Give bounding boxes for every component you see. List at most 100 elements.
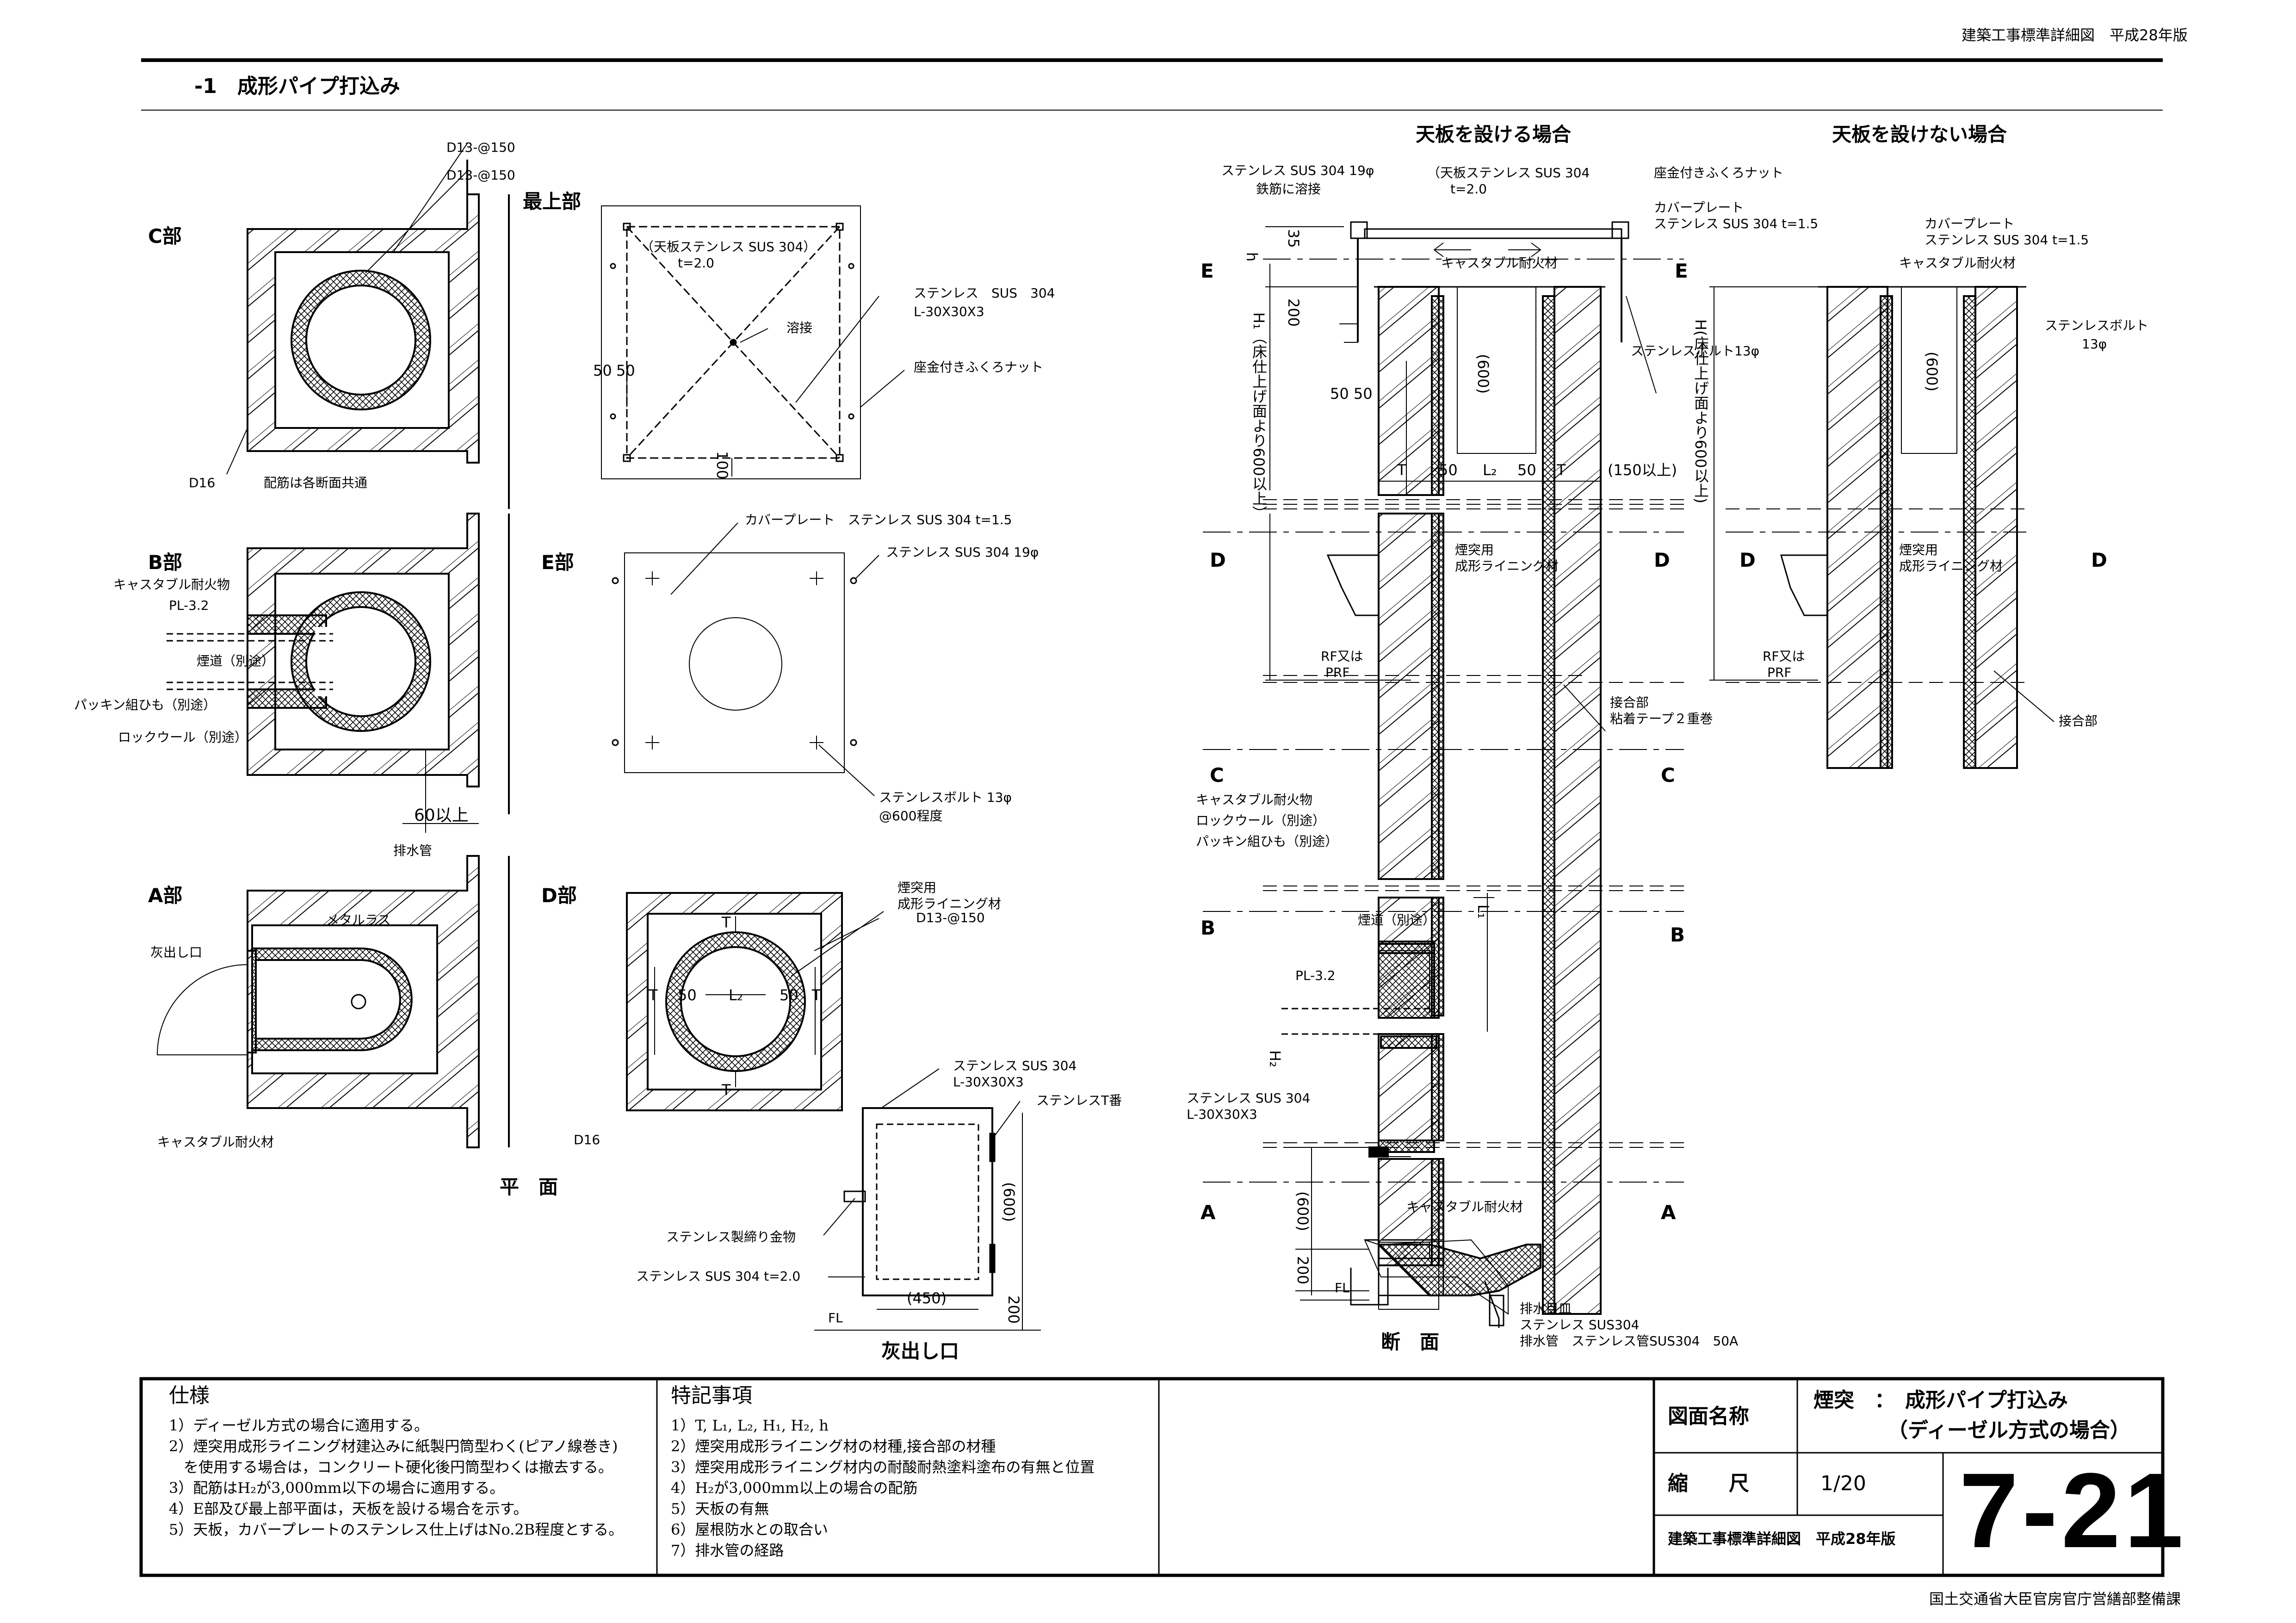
- dim-sec-50a: 50: [1439, 461, 1458, 479]
- cut-d-left: D: [1210, 549, 1226, 571]
- note-metal-lath: メタルラス: [326, 912, 391, 928]
- scale-label: 縮 尺: [1668, 1472, 1749, 1495]
- note-sec2-bolt: ステンレスボルト: [2045, 318, 2149, 333]
- note-sec2-lining2: 成形ライニング材: [1899, 558, 2003, 574]
- note-packing-b: パッキン組ひも（別途）: [74, 697, 217, 712]
- dim-60: 60以上: [414, 806, 469, 825]
- note-e-cover: カバープレート ステンレス SUS 304 t=1.5: [745, 512, 1012, 527]
- dim-sec-200b: 200: [1294, 1256, 1312, 1285]
- special-item-4: 4）H₂が3,000mm以上の場合の配筋: [671, 1479, 918, 1497]
- cut-d-right2: D: [2091, 549, 2107, 571]
- dim-sec-200: 200: [1285, 298, 1302, 327]
- note-co-tee: ステンレスT番: [1036, 1093, 1122, 1108]
- drawing-name-2: （ディーゼル方式の場合）: [1888, 1419, 2130, 1442]
- note-sec-cover: カバープレート: [1654, 200, 1744, 215]
- section-view-title: 断 面: [1381, 1331, 1440, 1353]
- cut-e-right: E: [1675, 260, 1688, 282]
- note-ash-opening: 灰出し口: [150, 945, 203, 960]
- note-sec-castable2: キャスタブル耐火物: [1196, 792, 1313, 807]
- note-drain: 排水管: [393, 843, 433, 858]
- label-part-c: C部: [148, 225, 182, 248]
- note-sec-top: （天板ステンレス SUS 304: [1427, 165, 1590, 180]
- dim-sec2-600: (600): [1923, 352, 1941, 392]
- note-pl32-b: PL-3.2: [169, 598, 209, 613]
- note-sec-joint: 接合部: [1610, 695, 1649, 710]
- dim-d-t3: T: [722, 914, 731, 931]
- dim-top-50a: 50: [593, 362, 612, 379]
- note-sec-fl: FL: [1335, 1280, 1349, 1295]
- footer-org: 国土交通省大臣官房官庁営繕部整備課: [1929, 1590, 2181, 1608]
- spec-item-4: 3）配筋はH₂が3,000mm以下の場合に適用する。: [169, 1479, 505, 1497]
- note-top-weld: 溶接: [786, 320, 813, 335]
- cut-b-right: B: [1670, 923, 1685, 946]
- dim-d-50b: 50: [780, 986, 798, 1004]
- note-sec-packing: パッキン組ひも（別途）: [1196, 834, 1338, 849]
- note-d13-1: D13-@150: [446, 140, 515, 155]
- note-e-bolt2: @600程度: [879, 808, 943, 824]
- cut-b-left: B: [1201, 917, 1216, 939]
- note-sec2-castable: キャスタブル耐火材: [1899, 255, 2016, 271]
- special-title: 特記事項: [671, 1384, 752, 1407]
- cut-d-left2: D: [1739, 549, 1756, 571]
- spec-item-1: 1）ディーゼル方式の場合に適用する。: [169, 1417, 429, 1434]
- cut-a-right: A: [1661, 1201, 1676, 1224]
- note-castable-a: キャスタブル耐火材: [157, 1134, 274, 1150]
- special-item-6: 6）屋根防水との取合い: [671, 1521, 829, 1538]
- drawing-name-1: 煙突 ： 成形パイプ打込み: [1813, 1388, 2068, 1412]
- note-sec2-cover2: ステンレス SUS 304 t=1.5: [1925, 232, 2089, 248]
- cut-d-right: D: [1654, 549, 1670, 571]
- dim-sec-150: (150以上): [1608, 461, 1677, 479]
- note-sec-lining2: 成形ライニング材: [1455, 558, 1559, 574]
- scale-value: 1/20: [1820, 1472, 1866, 1495]
- header-standard: 建築工事標準詳細図 平成28年版: [1962, 26, 2188, 44]
- plan-view-title: 平 面: [500, 1176, 558, 1198]
- dim-sec-600b: (600): [1294, 1191, 1312, 1232]
- special-item-5: 5）天板の有無: [671, 1500, 769, 1518]
- dim-sec-5050: 50 50: [1330, 385, 1373, 403]
- dim-d-t4: T: [722, 1081, 731, 1099]
- cut-c-right: C: [1661, 764, 1675, 787]
- dim-d-l2: L₂: [729, 986, 743, 1004]
- plan-e: [612, 522, 879, 796]
- note-top-angle: ステンレス SUS 304: [914, 285, 1055, 301]
- section-heading: -1 成形パイプ打込み: [194, 74, 400, 98]
- cut-c-left: C: [1210, 764, 1224, 787]
- dim-co-200: 200: [1005, 1295, 1022, 1324]
- note-rockwool-b: ロックウール（別途）: [118, 730, 248, 745]
- special-item-1: 1）T, L₁, L₂, H₁, H₂, h: [671, 1417, 829, 1434]
- note-sec-t20: t=2.0: [1450, 181, 1487, 197]
- note-d16: D16: [189, 475, 216, 490]
- note-sec2-rf: RF又は: [1763, 649, 1805, 664]
- with-top-title: 天板を設ける場合: [1416, 123, 1572, 146]
- label-part-e: E部: [541, 551, 574, 574]
- note-sec-rockwool: ロックウール（別途）: [1196, 813, 1326, 828]
- cut-a-left: A: [1201, 1201, 1216, 1224]
- dim-sec-h: h: [1243, 252, 1261, 262]
- note-co-plate: ステンレス SUS 304 t=2.0: [636, 1269, 801, 1284]
- plan-c: [226, 143, 510, 509]
- note-d13-2: D13-@150: [446, 167, 515, 183]
- cleanout-door: [814, 1068, 1041, 1331]
- drawing-name-label: 図面名称: [1668, 1405, 1749, 1428]
- note-d-d16: D16: [574, 1132, 600, 1147]
- note-d-lining: 煙突用: [897, 880, 937, 895]
- dim-d-t1: T: [649, 986, 658, 1004]
- note-sec-angle2: L-30X30X3: [1187, 1107, 1257, 1122]
- spec-item-5: 4）E部及び最上部平面は，天板を設ける場合を示す。: [169, 1500, 528, 1518]
- dim-sec-35: 35: [1285, 229, 1302, 248]
- drawing-number: 7-21: [1959, 1451, 2187, 1570]
- dim-co-450: (450): [907, 1289, 947, 1307]
- spec-title: 仕様: [169, 1384, 210, 1407]
- note-sec2-cover: カバープレート: [1925, 216, 2015, 231]
- note-top-plate: （天板ステンレス SUS 304）: [641, 239, 817, 254]
- spec-item-6: 5）天板，カバープレートのステンレス仕上げはNo.2B程度とする。: [169, 1521, 624, 1538]
- label-part-a: A部: [148, 884, 183, 907]
- note-sec-rod: ステンレス SUS 304 19φ: [1221, 163, 1374, 178]
- special-item-3: 3）煙突用成形ライニング材内の耐酸耐熱塗料塗布の有無と位置: [671, 1458, 1095, 1476]
- note-top-angle2: L-30X30X3: [914, 304, 984, 319]
- dim-top-50b: 50: [616, 362, 635, 379]
- note-sec-pl32: PL-3.2: [1295, 968, 1336, 983]
- note-sec-cover2: ステンレス SUS 304 t=1.5: [1654, 216, 1819, 231]
- note-sec-rf: RF又は: [1321, 649, 1363, 664]
